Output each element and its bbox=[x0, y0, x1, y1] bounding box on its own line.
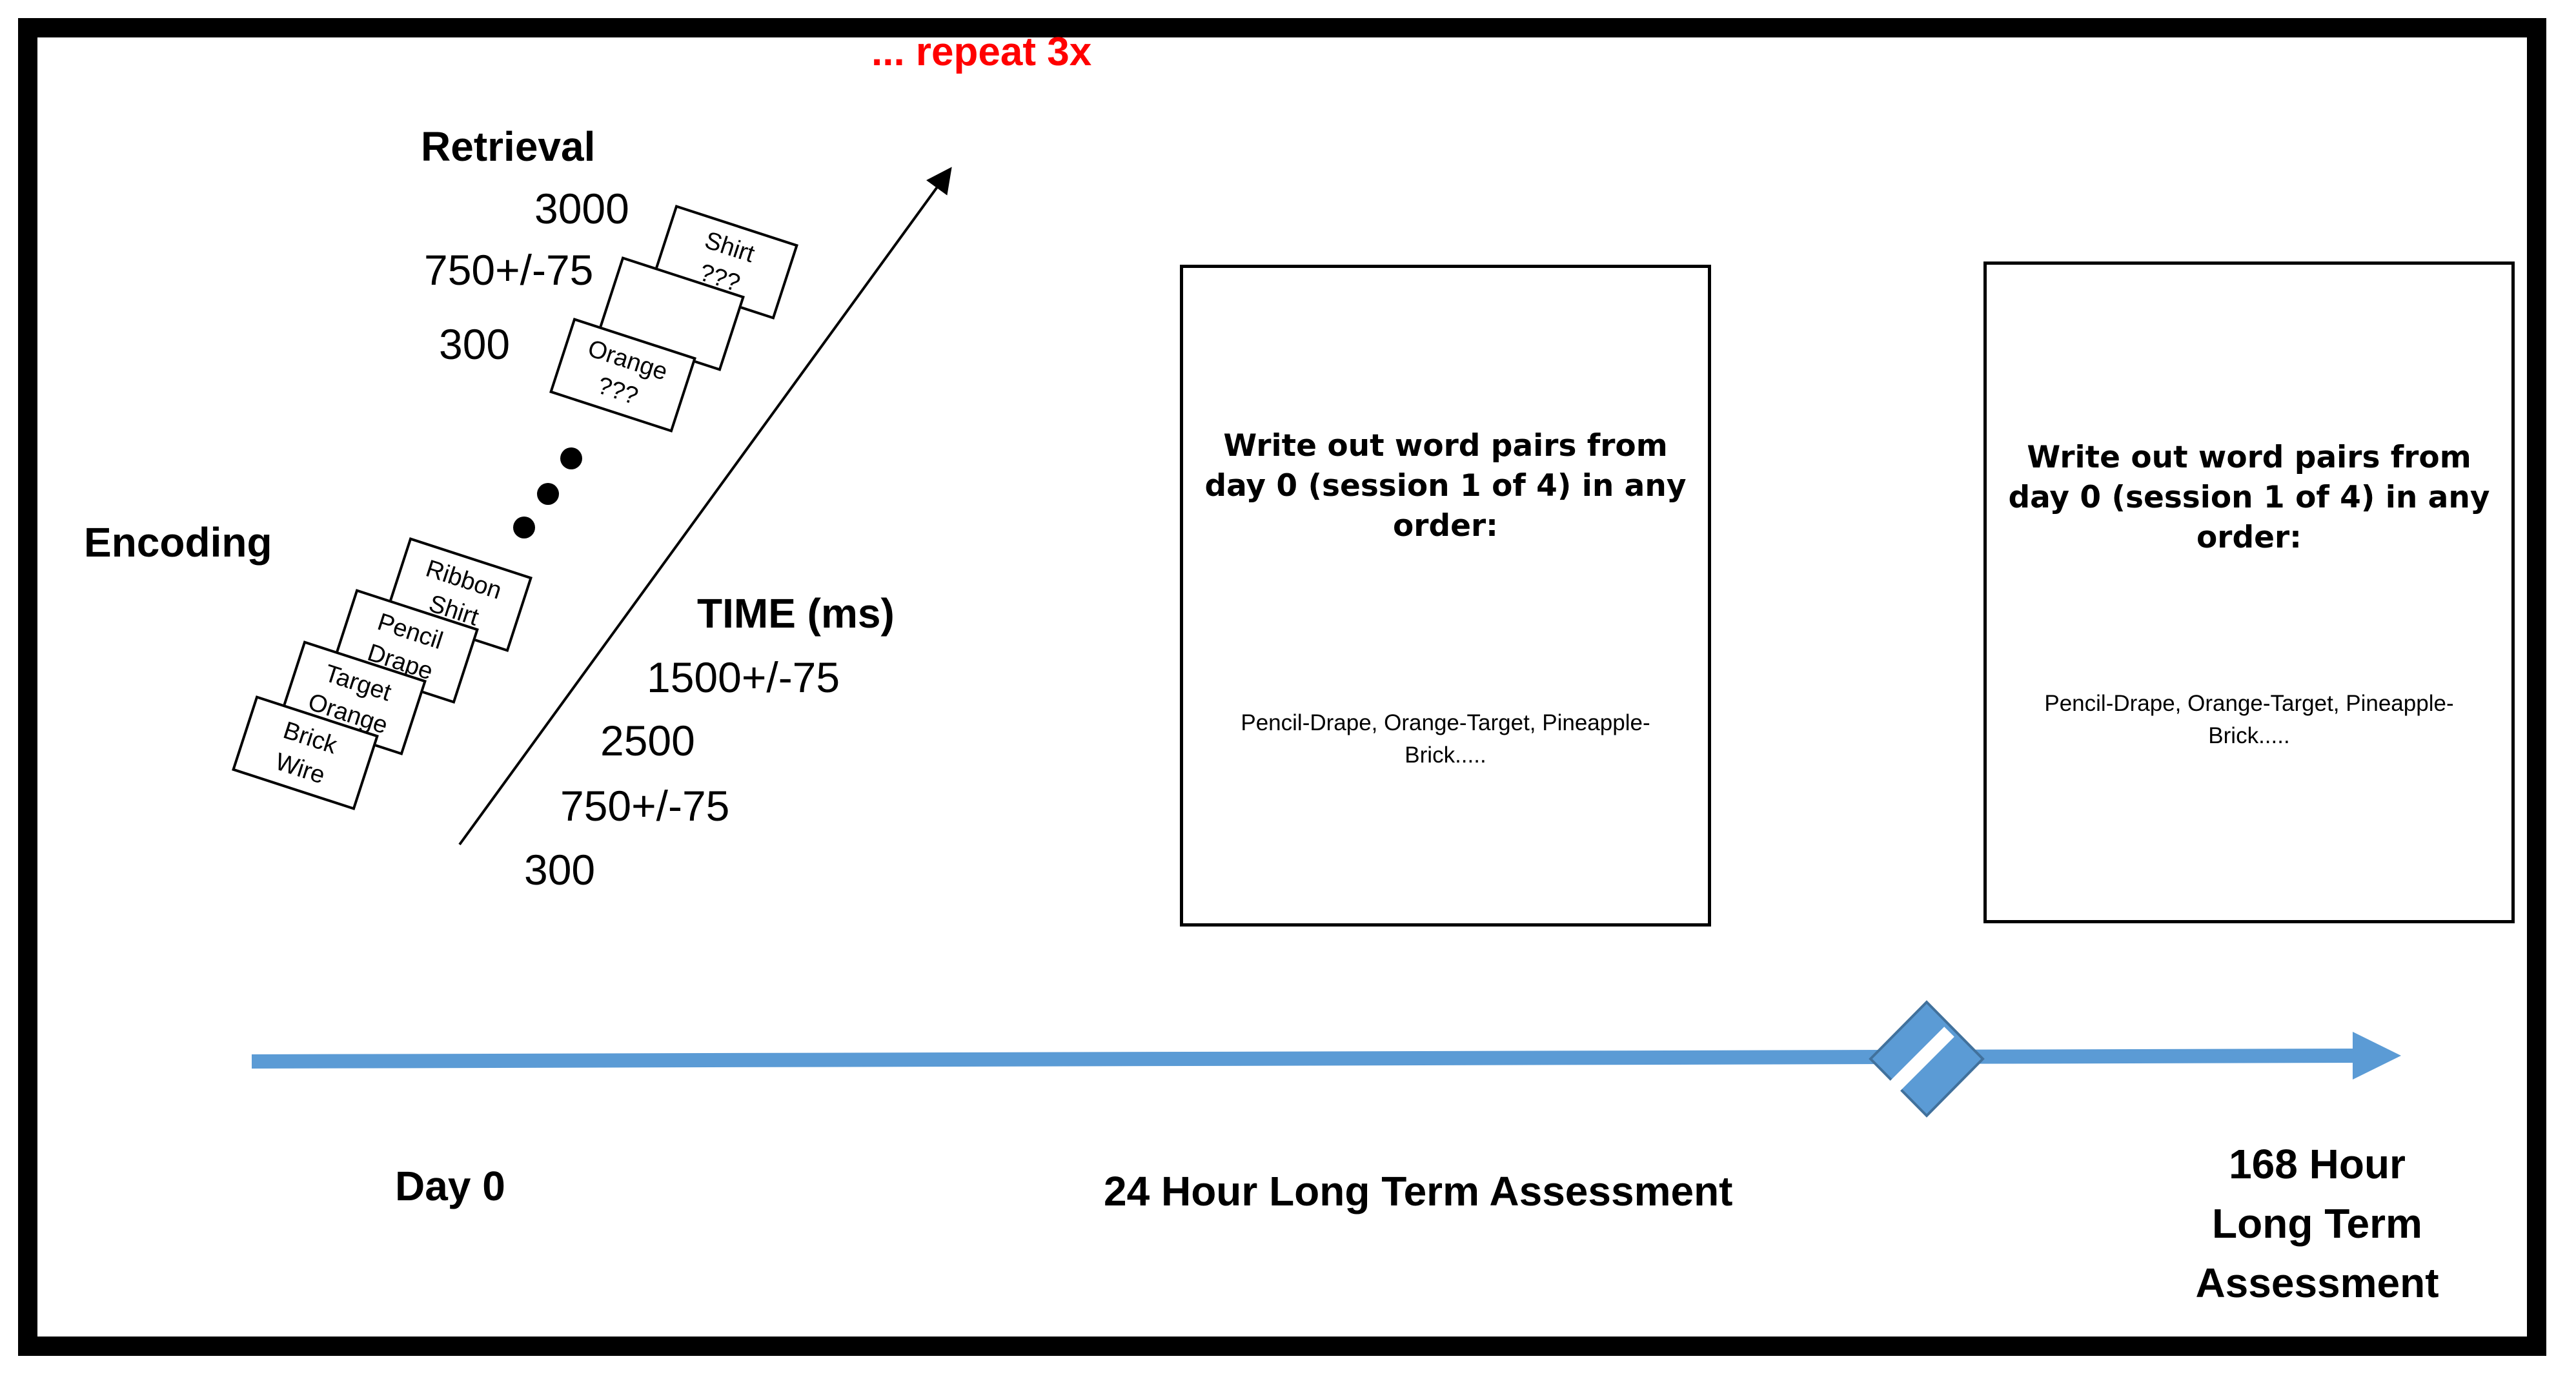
time-timing-3: 750+/-75 bbox=[560, 782, 730, 830]
recall-example: Pencil-Drape, Orange-Target, Pineapple-B… bbox=[2044, 691, 2454, 748]
time-timing-4: 300 bbox=[524, 846, 596, 894]
label-line: Long Term bbox=[2212, 1200, 2422, 1247]
timeline-break-icon bbox=[1869, 1000, 1985, 1118]
recall-prompt: Write out word pairs from day 0 (session… bbox=[2008, 440, 2490, 555]
ellipsis-dot-1 bbox=[560, 447, 582, 469]
repeat-label: ... repeat 3x bbox=[871, 30, 1092, 74]
timeline-arrowhead bbox=[2353, 1032, 2401, 1080]
retrieval-timing-1: 3000 bbox=[534, 185, 629, 232]
timeline-label-day0: Day 0 bbox=[395, 1163, 505, 1209]
label-line: Assessment bbox=[2195, 1260, 2439, 1306]
label-line: 168 Hour bbox=[2229, 1141, 2406, 1187]
ellipsis-dot-3 bbox=[513, 517, 535, 538]
retrieval-timing-3: 300 bbox=[439, 320, 511, 368]
retrieval-title: Retrieval bbox=[421, 123, 596, 170]
timeline-label-168h: 168 Hour Long Term Assessment bbox=[2130, 1134, 2504, 1313]
time-timing-2: 2500 bbox=[600, 717, 695, 764]
timeline-bar bbox=[251, 1049, 2363, 1069]
timeline-label-24h: 24 Hour Long Term Assessment bbox=[1104, 1168, 1733, 1214]
time-axis-arrow bbox=[458, 167, 952, 846]
time-title: TIME (ms) bbox=[697, 590, 895, 637]
recall-example: Pencil-Drape, Orange-Target, Pineapple-B… bbox=[1241, 710, 1650, 768]
recall-prompt: Write out word pairs from day 0 (session… bbox=[1204, 428, 1687, 544]
time-timing-1: 1500+/-75 bbox=[647, 653, 840, 701]
encoding-title: Encoding bbox=[84, 519, 272, 566]
ellipsis-dot-2 bbox=[537, 483, 559, 505]
recall-box-24h: Write out word pairs from day 0 (session… bbox=[1180, 265, 1711, 927]
retrieval-timing-2: 750+/-75 bbox=[424, 246, 594, 294]
recall-box-168h: Write out word pairs from day 0 (session… bbox=[1983, 261, 2515, 923]
